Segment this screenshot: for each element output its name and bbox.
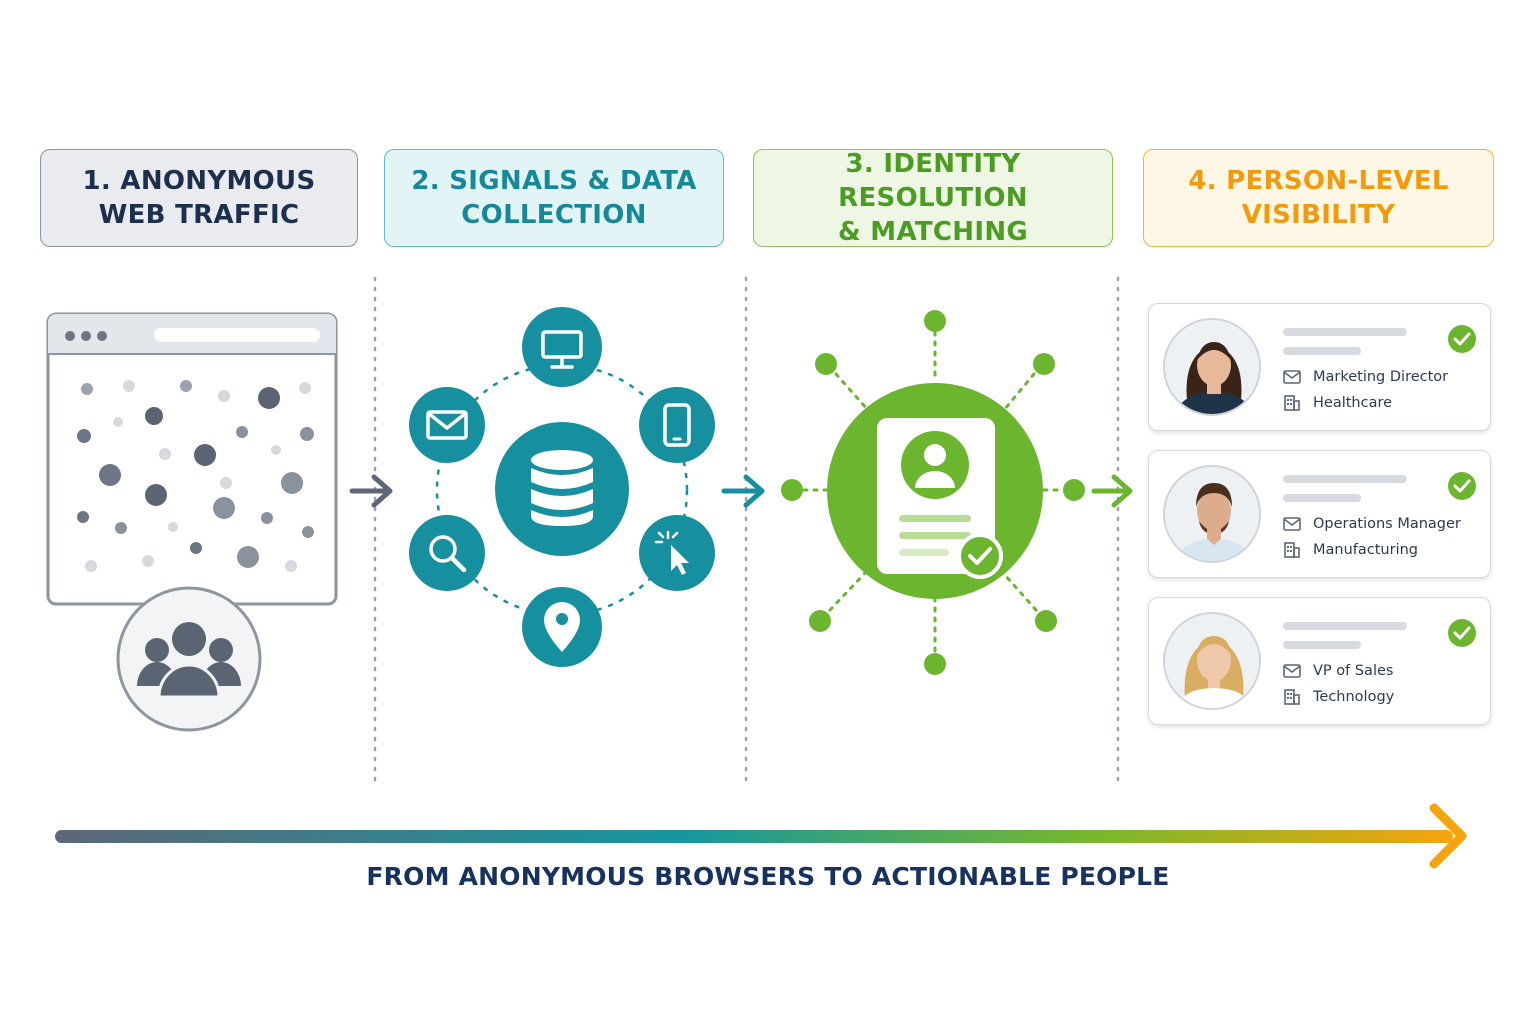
stage-header-signals-collection: 2. SIGNALS & DATA COLLECTION [384, 149, 724, 247]
avatar [1163, 318, 1261, 416]
progress-arrow [55, 803, 1467, 869]
visitor-dots [77, 380, 314, 572]
building-icon [1284, 689, 1300, 705]
profile-card[interactable]: VP of Sales Technology [1148, 597, 1491, 725]
profile-card[interactable]: Operations Manager Manufacturing [1148, 450, 1491, 578]
stage-header-identity-resolution: 3. IDENTITY RESOLUTION & MATCHING [753, 149, 1113, 247]
mail-icon [1283, 517, 1301, 531]
profile-title-row: Operations Manager [1283, 514, 1461, 534]
profile-job-title: Operations Manager [1313, 516, 1461, 532]
profile-job-title: Marketing Director [1313, 369, 1449, 385]
avatar [1163, 465, 1261, 563]
identity-connectors [802, 330, 1065, 656]
search-icon [409, 515, 485, 591]
building-icon [1284, 395, 1300, 411]
profile-industry: Manufacturing [1313, 542, 1418, 558]
verified-check-icon [1448, 472, 1476, 500]
profile-industry: Healthcare [1313, 395, 1393, 411]
profile-industry-row: Manufacturing [1283, 540, 1418, 560]
stage-separators [373, 276, 1120, 784]
identity-nodes [781, 310, 1085, 675]
profile-card[interactable]: Marketing Director Healthcare [1148, 303, 1491, 431]
flow-arrow-3 [1091, 474, 1133, 508]
mail-icon [1283, 664, 1301, 678]
anonymous-users-icon [116, 586, 262, 732]
mail-icon [409, 387, 485, 463]
verified-check-icon [1448, 325, 1476, 353]
identity-profile-icon [827, 383, 1043, 599]
flow-arrow-1 [349, 474, 393, 508]
mail-icon [1283, 370, 1301, 384]
profile-industry: Technology [1313, 689, 1395, 705]
click-icon [639, 515, 715, 591]
flow-arrow-2 [721, 474, 765, 508]
verified-check-icon [1448, 619, 1476, 647]
profile-title-row: Marketing Director [1283, 367, 1448, 387]
profile-title-row: VP of Sales [1283, 661, 1393, 681]
profile-industry-row: Technology [1283, 687, 1394, 707]
monitor-icon [522, 307, 602, 387]
avatar [1163, 612, 1261, 710]
building-icon [1284, 542, 1300, 558]
stage-header-person-visibility: 4. PERSON-LEVEL VISIBILITY [1143, 149, 1494, 247]
footer-caption: FROM ANONYMOUS BROWSERS TO ACTIONABLE PE… [366, 862, 1170, 891]
database-icon [495, 422, 629, 556]
mobile-icon [639, 387, 715, 463]
location-icon [522, 587, 602, 667]
stage-header-anonymous-traffic: 1. ANONYMOUS WEB TRAFFIC [40, 149, 358, 247]
profile-industry-row: Healthcare [1283, 393, 1392, 413]
profile-job-title: VP of Sales [1313, 663, 1394, 679]
